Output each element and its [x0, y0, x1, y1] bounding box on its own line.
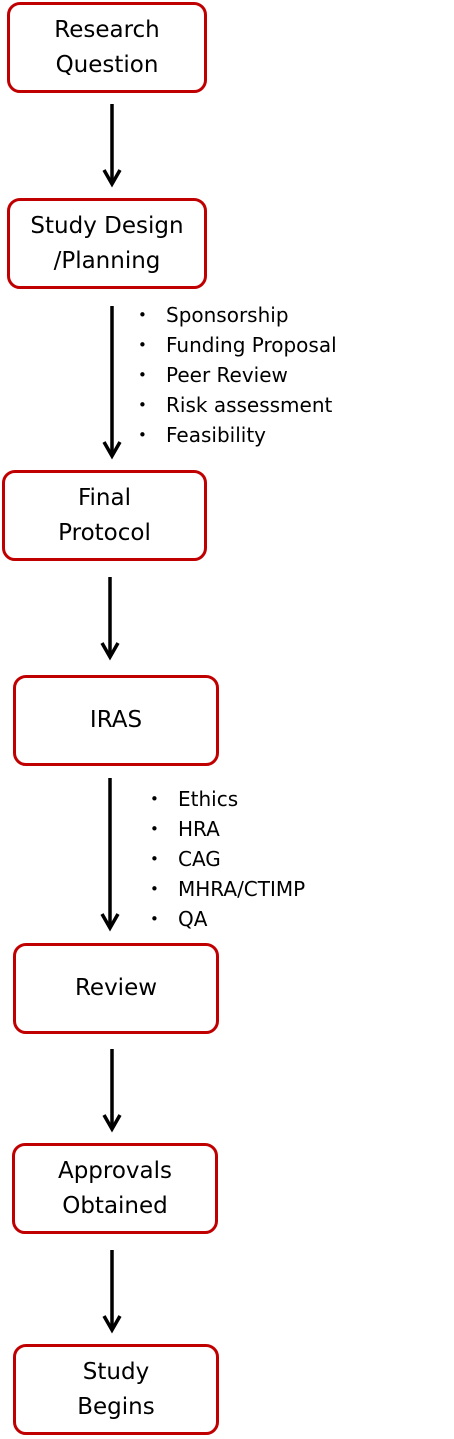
list-item: HRA	[150, 814, 305, 844]
box-label-line: Final	[77, 484, 131, 511]
iras-notes-list: Ethics HRA CAG MHRA/CTIMP QA	[150, 784, 305, 934]
arrow-iras-to-review	[100, 778, 120, 932]
box-label-line: Research	[54, 16, 160, 43]
list-item: Risk assessment	[138, 390, 337, 420]
box-label-line: Review	[74, 975, 158, 1001]
arrow-review-to-approvals	[102, 1049, 122, 1133]
planning-notes-list: Sponsorship Funding Proposal Peer Review…	[138, 300, 337, 450]
box-label-line: Approvals	[57, 1157, 173, 1184]
arrow-protocol-to-iras	[100, 577, 120, 661]
list-item: MHRA/CTIMP	[150, 874, 305, 904]
box-label-line: Obtained	[62, 1192, 168, 1219]
arrow-approvals-to-begins	[102, 1250, 122, 1334]
list-item: QA	[150, 904, 305, 934]
box-label-line: Question	[55, 51, 159, 78]
box-label-line: Study Design	[30, 212, 184, 239]
list-item: Feasibility	[138, 420, 337, 450]
list-item: Sponsorship	[138, 300, 337, 330]
study-begins-box: Study Begins	[13, 1344, 219, 1435]
box-label-line: Begins	[77, 1393, 155, 1420]
review-box: Review	[13, 943, 219, 1034]
list-item: Peer Review	[138, 360, 337, 390]
arrow-design-to-protocol	[102, 306, 122, 460]
box-label-line: IRAS	[89, 707, 143, 733]
iras-box: IRAS	[13, 675, 219, 766]
box-label-line: Protocol	[58, 519, 151, 546]
arrow-research-to-design	[102, 104, 122, 188]
list-item: Funding Proposal	[138, 330, 337, 360]
approvals-obtained-box: Approvals Obtained	[12, 1143, 218, 1234]
study-design-box: Study Design /Planning	[7, 198, 207, 289]
box-label-line: Study	[82, 1358, 150, 1385]
final-protocol-box: Final Protocol	[2, 470, 207, 561]
list-item: CAG	[150, 844, 305, 874]
list-item: Ethics	[150, 784, 305, 814]
research-question-box: Research Question	[7, 2, 207, 93]
box-label-line: /Planning	[53, 247, 161, 274]
